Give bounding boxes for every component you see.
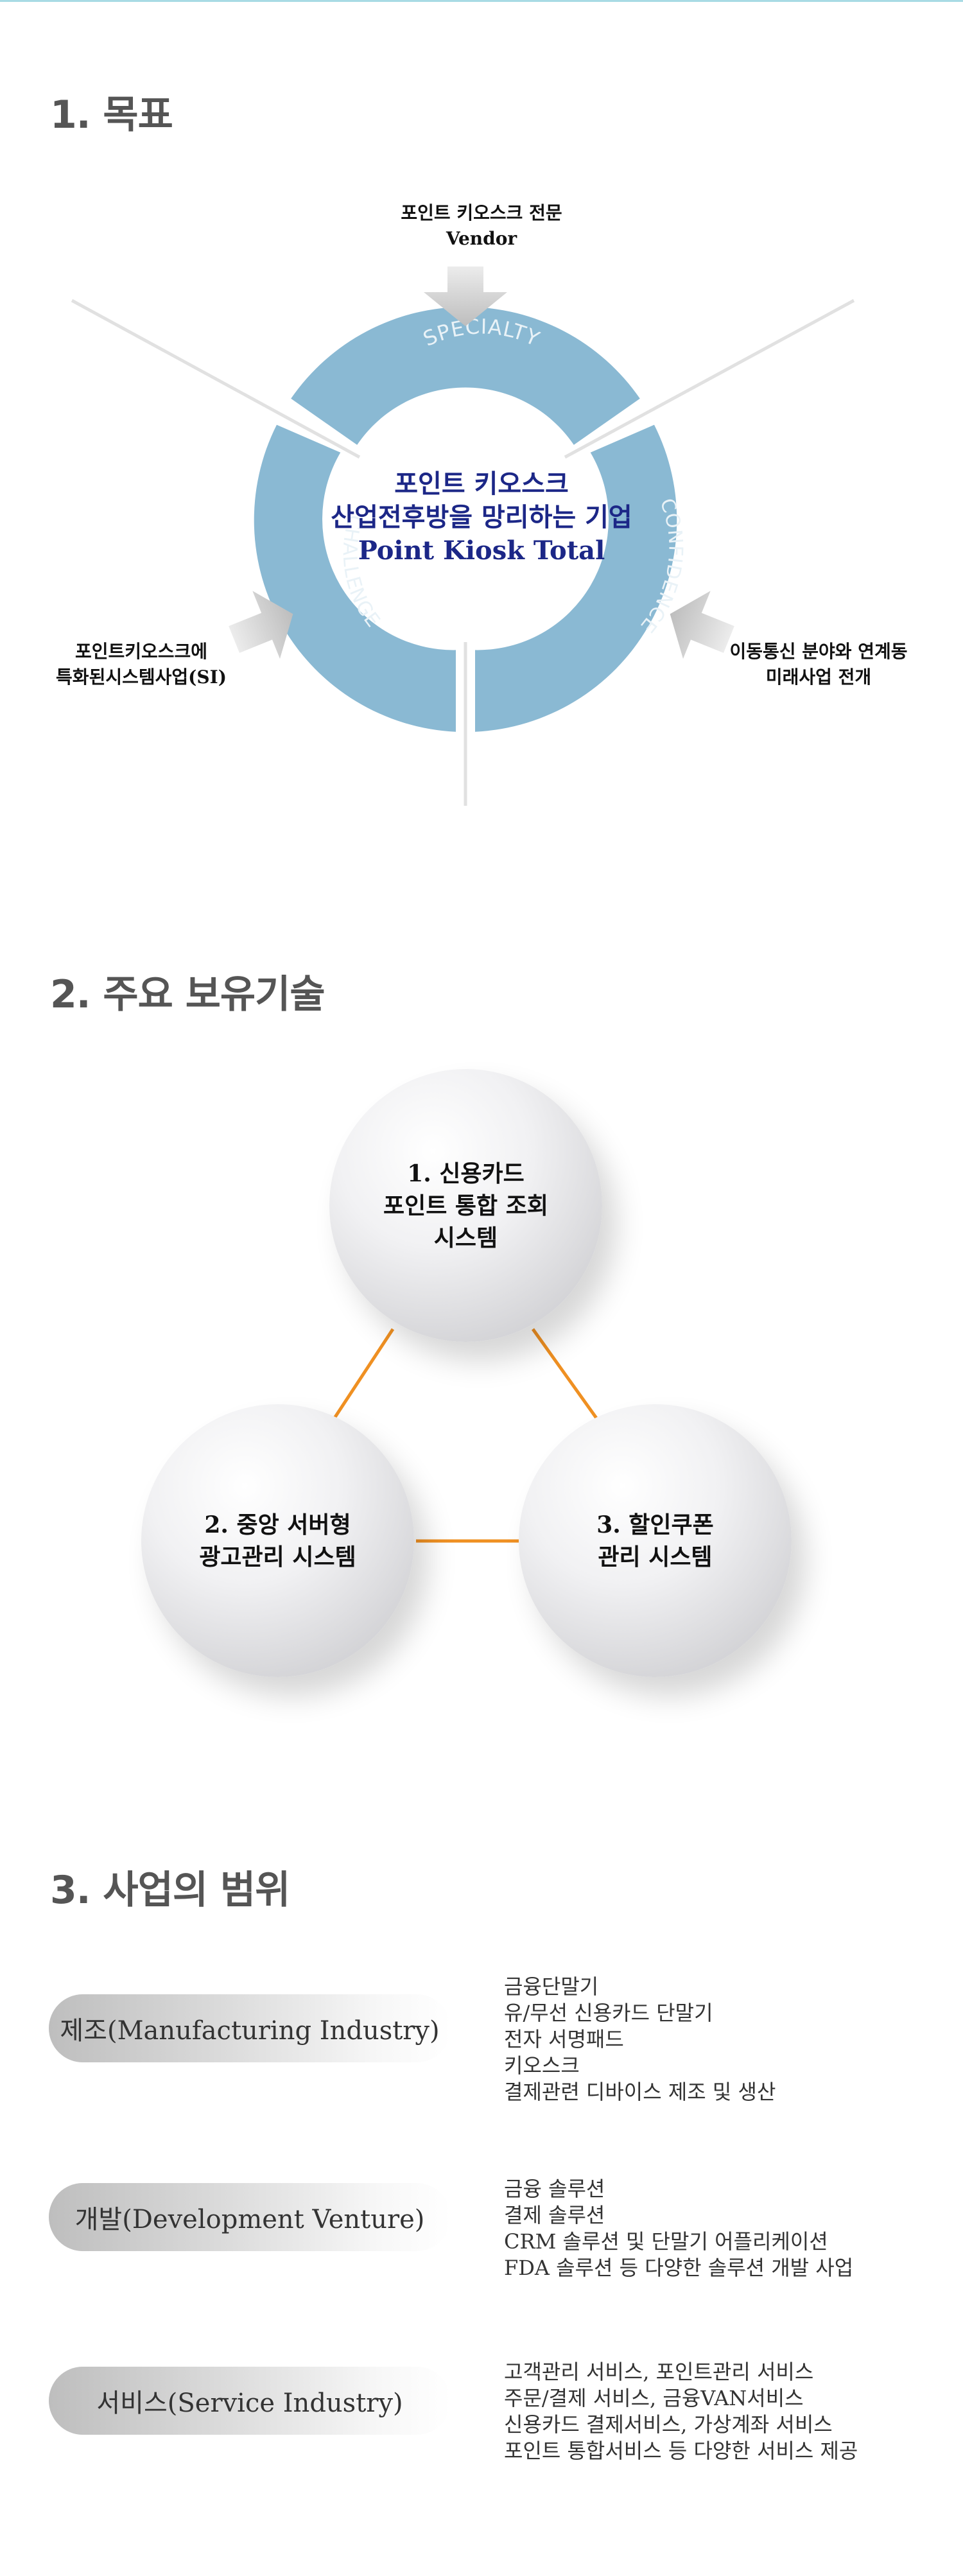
arrow-down-icon xyxy=(424,266,507,326)
list-item: 결제 솔루션 xyxy=(504,2203,605,2227)
list-item: 고객관리 서비스, 포인트관리 서비스 xyxy=(504,2360,814,2384)
ring-segment-confidence xyxy=(475,424,677,732)
list-item: 금융 솔루션 xyxy=(504,2177,605,2201)
si-label: 포인트키오스크에 특화된시스템사업(SI) xyxy=(0,639,282,690)
list-item: 포인트 통합서비스 등 다양한 서비스 제공 xyxy=(504,2439,858,2463)
connector-1-2 xyxy=(332,1328,395,1420)
tech-circle-ad-server: 2. 중앙 서버형 광고관리 시스템 xyxy=(141,1404,414,1677)
scope-pill-service: 서비스(Service Industry) xyxy=(49,2367,451,2435)
connector-1-3 xyxy=(531,1328,599,1420)
ring-segment-specialty xyxy=(291,306,640,445)
center-title-line-1: 포인트 키오스크 xyxy=(394,469,569,499)
center-title: 포인트 키오스크 산업전후방을 망리하는 기업 Point Kiosk Tota… xyxy=(282,467,681,568)
divider-line-left xyxy=(71,299,361,459)
mobile-label: 이동통신 분야와 연계동 미래사업 전개 xyxy=(674,639,963,690)
scope-list-development: 금융 솔루션 결제 솔루션 CRM 솔루션 및 단말기 어플리케이션 FDA 솔… xyxy=(504,2176,853,2281)
section-title-goal: 1. 목표 xyxy=(50,92,173,137)
arrow-left-icon xyxy=(670,591,734,659)
vendor-label-line-2: Vendor xyxy=(446,228,517,249)
scope-list-manufacturing: 금융단말기 유/무선 신용카드 단말기 전자 서명패드 키오스크 결제관련 디바… xyxy=(504,1974,776,2105)
list-item: 신용카드 결제서비스, 가상계좌 서비스 xyxy=(504,2412,833,2437)
goal-diagram: SPECIALTY CHALLENGE CONFIDENCE xyxy=(71,266,855,806)
top-accent-line xyxy=(0,0,963,2)
list-item: 결제관련 디바이스 제조 및 생산 xyxy=(504,2080,776,2104)
section-title-scope: 3. 사업의 범위 xyxy=(50,1868,290,1913)
mobile-label-line-1: 이동통신 분야와 연계동 xyxy=(729,641,908,662)
section-title-tech: 2. 주요 보유기술 xyxy=(50,972,325,1017)
list-item: 전자 서명패드 xyxy=(504,2027,624,2051)
divider-line-right xyxy=(564,299,855,459)
scope-pill-manufacturing: 제조(Manufacturing Industry) xyxy=(49,1994,451,2062)
vendor-label-line-1: 포인트 키오스크 전문 xyxy=(401,202,562,223)
list-item: 주문/결제 서비스, 금융VAN서비스 xyxy=(504,2386,804,2410)
si-label-line-1: 포인트키오스크에 xyxy=(74,641,208,662)
scope-list-service: 고객관리 서비스, 포인트관리 서비스 주문/결제 서비스, 금융VAN서비스 … xyxy=(504,2359,858,2464)
list-item: FDA 솔루션 등 다양한 솔루션 개발 사업 xyxy=(504,2256,854,2280)
list-item: CRM 솔루션 및 단말기 어플리케이션 xyxy=(504,2229,828,2254)
si-label-line-2: 특화된시스템사업(SI) xyxy=(56,666,227,688)
vendor-label: 포인트 키오스크 전문 Vendor xyxy=(289,200,674,252)
center-title-line-3: Point Kiosk Total xyxy=(358,535,605,566)
list-item: 금융단말기 xyxy=(504,1974,599,1999)
ring-segment-challenge xyxy=(254,424,456,732)
scope-pill-development: 개발(Development Venture) xyxy=(49,2183,451,2251)
arrow-right-icon xyxy=(229,591,293,659)
center-title-line-2: 산업전후방을 망리하는 기업 xyxy=(331,502,632,532)
tech-circle-credit-card: 1. 신용카드 포인트 통합 조회 시스템 xyxy=(329,1069,602,1342)
list-item: 유/무선 신용카드 단말기 xyxy=(504,2001,713,2025)
mobile-label-line-2: 미래사업 전개 xyxy=(765,666,872,688)
list-item: 키오스크 xyxy=(504,2053,580,2078)
tech-circle-coupon: 3. 할인쿠폰 관리 시스템 xyxy=(519,1404,792,1677)
